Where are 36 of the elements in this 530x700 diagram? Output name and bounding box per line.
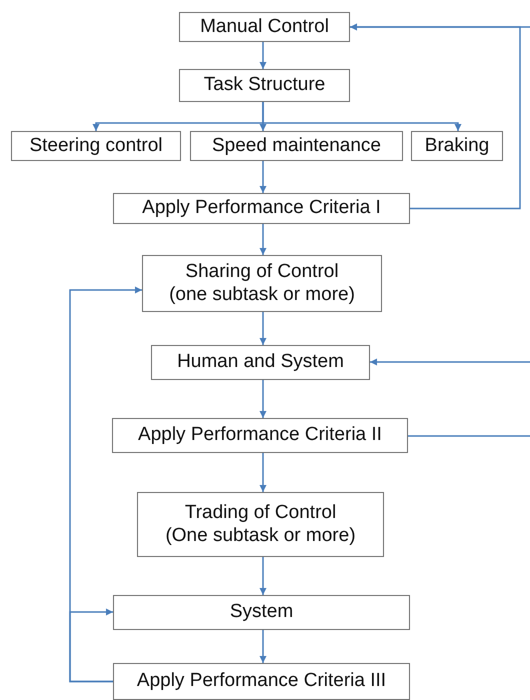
connector-arrow: [370, 358, 530, 366]
process-box: [411, 131, 503, 161]
process-box: [179, 69, 350, 102]
box-label: Human and System: [177, 351, 344, 374]
process-box: [113, 663, 410, 700]
box-label: Apply Performance Criteria III: [136, 670, 386, 693]
process-box: [113, 595, 410, 630]
process-box: [11, 131, 181, 161]
connector-arrow: [260, 453, 266, 492]
process-box: [113, 193, 410, 224]
box-label: Steering control: [29, 134, 163, 158]
box-label: Trading of Control (One subtask or more): [164, 502, 356, 548]
connector-arrow: [260, 312, 266, 345]
connector-arrow: [260, 161, 266, 193]
box-label: Sharing of Control (one subtask or more): [168, 260, 356, 306]
box-label: Apply Performance Criteria I: [142, 197, 381, 220]
process-box: [190, 131, 403, 161]
process-box: [137, 492, 384, 557]
connector-arrow: [262, 102, 462, 131]
connector-arrow: [260, 557, 266, 595]
connector-arrow: [69, 608, 113, 682]
connector-arrow: [260, 380, 266, 418]
process-box: [151, 345, 370, 380]
box-label: System: [230, 601, 294, 624]
box-label: Apply Performance Criteria II: [138, 424, 382, 447]
box-label: Manual Control: [200, 16, 329, 38]
connector-arrow: [260, 630, 266, 663]
process-box: [142, 255, 382, 312]
connector-arrow: [350, 24, 530, 30]
box-label: Speed maintenance: [212, 134, 381, 158]
box-label: Braking: [424, 134, 490, 158]
box-label: Task Structure: [204, 74, 326, 97]
connector-arrow: [260, 42, 266, 69]
process-box: [179, 12, 350, 42]
process-box: [112, 418, 408, 453]
connector-arrow: [260, 224, 266, 255]
